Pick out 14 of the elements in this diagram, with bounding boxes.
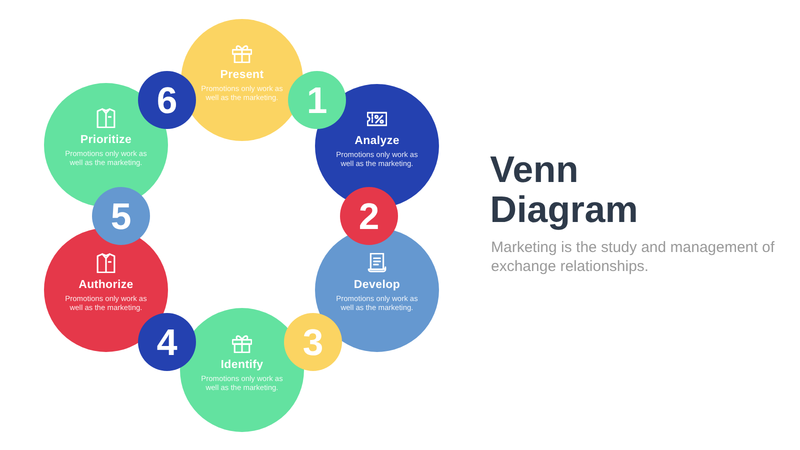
step-title: Present: [220, 68, 264, 82]
step-number: 2: [358, 198, 380, 234]
step-title: Identify: [220, 358, 264, 372]
step-title: Develop: [354, 278, 400, 292]
step-number: 5: [110, 198, 132, 234]
step-number: 6: [156, 82, 178, 118]
step-title: Analyze: [354, 134, 400, 148]
step-title: Prioritize: [80, 132, 132, 146]
step-number: 1: [306, 82, 328, 118]
subtitle-text: Marketing is the study and management of exchange relationships.: [491, 238, 776, 276]
step-number: 3: [302, 324, 324, 360]
step-title: Authorize: [78, 278, 134, 292]
step-number: 4: [156, 324, 178, 360]
diagram-title: Venn Diagram: [490, 150, 640, 230]
